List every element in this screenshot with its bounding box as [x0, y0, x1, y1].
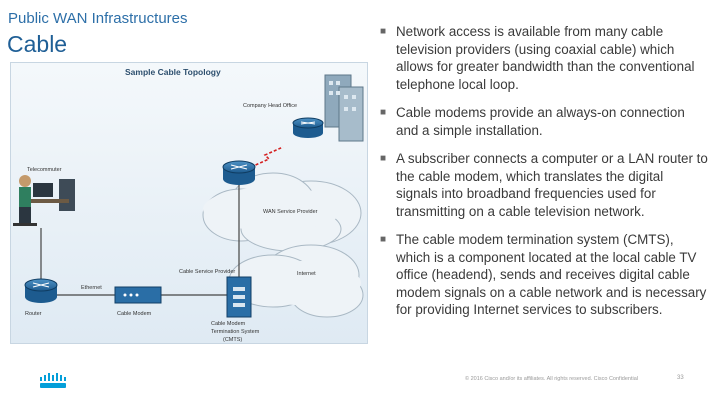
wan-router-icon — [222, 160, 256, 185]
label-cmts-line1: Cable Modem — [211, 321, 246, 327]
label-cable-service-provider: Cable Service Provider — [179, 269, 235, 275]
cisco-logo-icon — [38, 373, 70, 394]
bullet-text: Cable modems provide an always-on connec… — [396, 105, 685, 138]
bullet-text: Network access is available from many ca… — [396, 24, 695, 92]
bullet-marker-icon: ■ — [380, 234, 387, 245]
page-number: 33 — [677, 375, 684, 381]
cmts-icon — [226, 276, 252, 318]
bullet-list: ■ Network access is available from many c… — [378, 23, 708, 330]
footer-copyright: © 2016 Cisco and/or its affiliates. All … — [465, 376, 639, 382]
label-ethernet: Ethernet — [81, 285, 102, 291]
label-cmts-line3: (CMTS) — [223, 337, 242, 343]
head-office-router-icon — [292, 117, 324, 138]
label-cmts-line2: Termination System — [211, 329, 260, 335]
label-router: Router — [25, 311, 42, 317]
bullet-item: ■ Network access is available from many c… — [378, 23, 708, 93]
label-company-head-office: Company Head Office — [243, 103, 297, 109]
company-head-office-building — [324, 74, 364, 142]
subscriber-router-icon — [24, 278, 58, 303]
bullet-text: A subscriber connects a computer or a LA… — [396, 151, 708, 219]
bullet-marker-icon: ■ — [380, 153, 387, 164]
bullet-item: ■ Cable modems provide an always-on conne… — [378, 104, 708, 139]
cable-topology-diagram: Sample Cable Topology Company Head Offic… — [10, 62, 368, 344]
cable-modem-icon — [114, 286, 162, 304]
wan-serial-link — [250, 146, 284, 168]
section-title: Public WAN Infrastructures — [8, 10, 188, 27]
wan-cloud — [202, 172, 362, 252]
bullet-item: ■ A subscriber connects a computer or a L… — [378, 150, 708, 220]
slide-title: Cable — [7, 31, 68, 57]
label-telecommuter: Telecommuter — [27, 167, 62, 173]
internet-cloud — [228, 244, 364, 318]
diagram-title: Sample Cable Topology — [125, 67, 221, 77]
label-cable-modem: Cable Modem — [117, 311, 152, 317]
label-internet: Internet — [297, 271, 316, 277]
bullet-text: The cable modem termination system (CMTS… — [396, 232, 707, 317]
topology-svg: Sample Cable Topology Company Head Offic… — [13, 67, 364, 343]
bullet-item: ■ The cable modem termination system (CMT… — [378, 231, 708, 319]
label-wan-service-provider: WAN Service Provider — [263, 209, 318, 215]
bullet-marker-icon: ■ — [380, 26, 387, 37]
telecommuter-icon — [13, 175, 75, 226]
bullet-marker-icon: ■ — [380, 107, 387, 118]
